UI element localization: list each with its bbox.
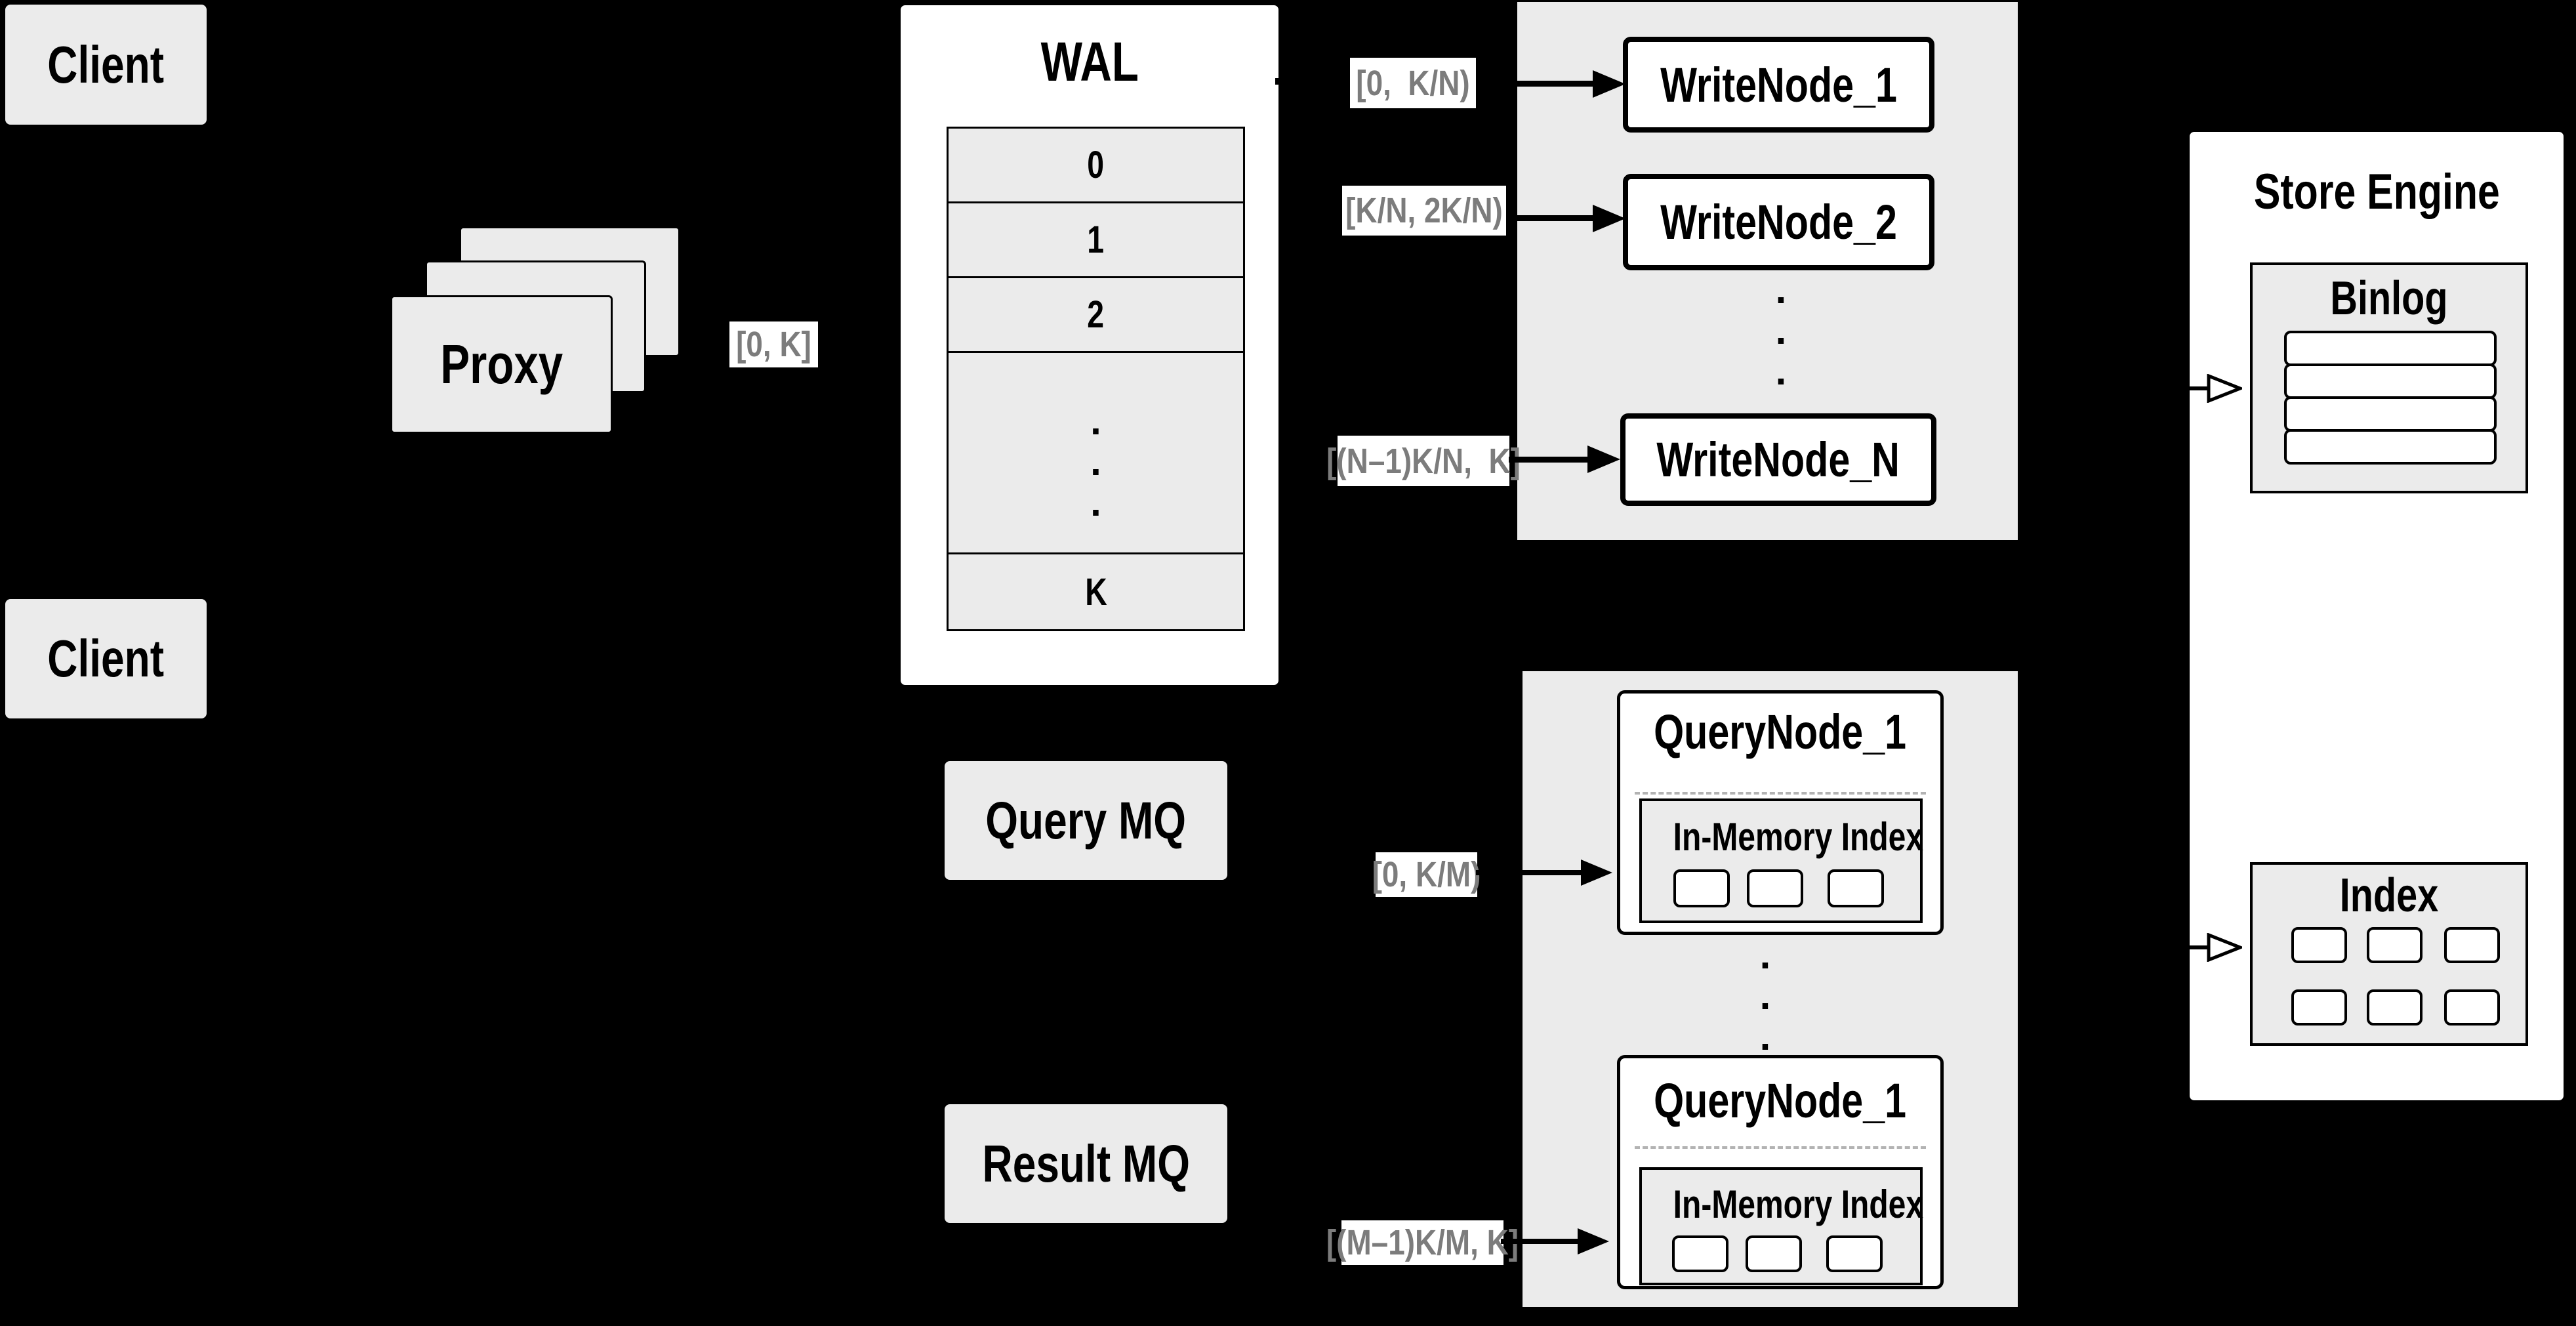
binlog-row xyxy=(2284,363,2497,399)
query-node-2-box: QueryNode_1 In-Memory Index xyxy=(1617,1055,1944,1289)
query-node-1-divider xyxy=(1635,792,1926,795)
client-box-top: Client xyxy=(5,5,207,125)
segment-chip xyxy=(1672,1235,1728,1272)
range-label-proxy: [0, K] xyxy=(729,321,818,367)
store-engine-panel: Store Engine Binlog Index xyxy=(2186,129,2567,1104)
binlog-row xyxy=(2284,429,2497,465)
wal-segment-0: 0 xyxy=(949,129,1243,203)
index-chip xyxy=(2291,927,2347,963)
index-box: Index xyxy=(2250,862,2528,1046)
wal-title-wrap: WAL xyxy=(901,30,1278,94)
index-chip xyxy=(2444,989,2500,1026)
index-chip xyxy=(2291,989,2347,1026)
binlog-rows xyxy=(2284,331,2497,465)
query-node-2-divider xyxy=(1635,1146,1926,1149)
arrow-line-index xyxy=(2160,945,2207,949)
binlog-box: Binlog xyxy=(2250,262,2528,493)
index-title: Index xyxy=(2339,869,2439,922)
arrow-head-queryM xyxy=(1578,1228,1609,1254)
wal-box: WAL 0 1 2 . . . K xyxy=(897,2,1282,688)
query-node-2-inmemory-box: In-Memory Index xyxy=(1639,1167,1923,1285)
arrow-line-binlog xyxy=(2160,386,2207,390)
result-mq-box: Result MQ xyxy=(945,1104,1227,1223)
arrow-head-query1 xyxy=(1581,860,1612,886)
write-node-n-box: WriteNode_N xyxy=(1620,413,1936,506)
query-node-2-inmemory-label: In-Memory Index xyxy=(1673,1182,1924,1226)
index-chip xyxy=(2444,927,2500,963)
segment-chip xyxy=(1826,1235,1883,1272)
query-node-1-title: QueryNode_1 xyxy=(1654,705,1907,759)
range-label-write2: [K/N, 2K/N) xyxy=(1342,186,1506,236)
arrow-head-writeN xyxy=(1587,445,1620,473)
query-node-2-title: QueryNode_1 xyxy=(1654,1073,1907,1128)
arrow-line-write1 xyxy=(1476,81,1594,87)
wal-title: WAL xyxy=(1040,31,1139,93)
query-mq-label: Query MQ xyxy=(985,791,1187,850)
segment-chip xyxy=(1673,869,1730,907)
binlog-title: Binlog xyxy=(2330,272,2448,325)
arrow-head-write2 xyxy=(1593,205,1625,232)
wal-segment-1: 1 xyxy=(949,203,1243,278)
arrow-line-writeN xyxy=(1509,457,1589,463)
query-node-1-box: QueryNode_1 In-Memory Index xyxy=(1617,690,1944,935)
wal-segment-ellipsis: . . . xyxy=(949,353,1243,554)
arrow-head-write1 xyxy=(1593,70,1625,98)
range-label-writeN: [(N–1)K/N, K] xyxy=(1326,436,1521,486)
segment-chip xyxy=(1747,869,1803,907)
binlog-row xyxy=(2284,396,2497,432)
query-node-panel: QueryNode_1 In-Memory Index . . . QueryN… xyxy=(1523,671,2018,1307)
range-label-write1: [0, K/N) xyxy=(1350,58,1476,108)
arrow-line-query1 xyxy=(1476,870,1581,875)
write-node-n-label: WriteNode_N xyxy=(1656,432,1900,487)
index-chip xyxy=(2367,989,2423,1026)
proxy-card-front: Proxy xyxy=(390,295,613,434)
write-node-ellipsis: . . . xyxy=(1775,268,1787,393)
arrow-line-write2 xyxy=(1506,215,1594,221)
wal-segment-2: 2 xyxy=(949,278,1243,353)
write-node-2-label: WriteNode_2 xyxy=(1660,195,1897,249)
query-node-1-inmemory-box: In-Memory Index xyxy=(1639,798,1923,923)
client-box-bottom: Client xyxy=(5,599,207,718)
result-mq-label: Result MQ xyxy=(982,1134,1190,1193)
proxy-label: Proxy xyxy=(440,333,563,395)
client-bottom-label: Client xyxy=(47,629,165,688)
open-arrow-head-index xyxy=(2207,933,2242,962)
client-top-label: Client xyxy=(47,35,165,94)
index-chip xyxy=(2367,927,2423,963)
write-node-2-box: WriteNode_2 xyxy=(1623,174,1934,270)
segment-chip xyxy=(1828,869,1884,907)
range-label-queryM: [(M–1)K/M, K] xyxy=(1326,1220,1519,1265)
arrow-line-queryM xyxy=(1501,1239,1579,1244)
open-arrow-head-binlog xyxy=(2207,374,2242,403)
store-engine-title: Store Engine xyxy=(2253,164,2500,220)
query-node-1-inmemory-label: In-Memory Index xyxy=(1673,815,1924,859)
segment-chip xyxy=(1746,1235,1802,1272)
wal-segment-k: K xyxy=(949,554,1243,629)
wal-segment-table: 0 1 2 . . . K xyxy=(947,127,1245,631)
write-node-1-box: WriteNode_1 xyxy=(1623,37,1934,133)
query-node-ellipsis: . . . xyxy=(1759,933,1771,1058)
range-label-query1: [0, K/M) xyxy=(1372,852,1481,897)
write-node-1-label: WriteNode_1 xyxy=(1660,57,1897,112)
wal-arrow-tail xyxy=(1275,78,1287,85)
range-label-proxy-text: [0, K] xyxy=(736,325,811,364)
query-mq-box: Query MQ xyxy=(945,761,1227,880)
binlog-row xyxy=(2284,331,2497,366)
